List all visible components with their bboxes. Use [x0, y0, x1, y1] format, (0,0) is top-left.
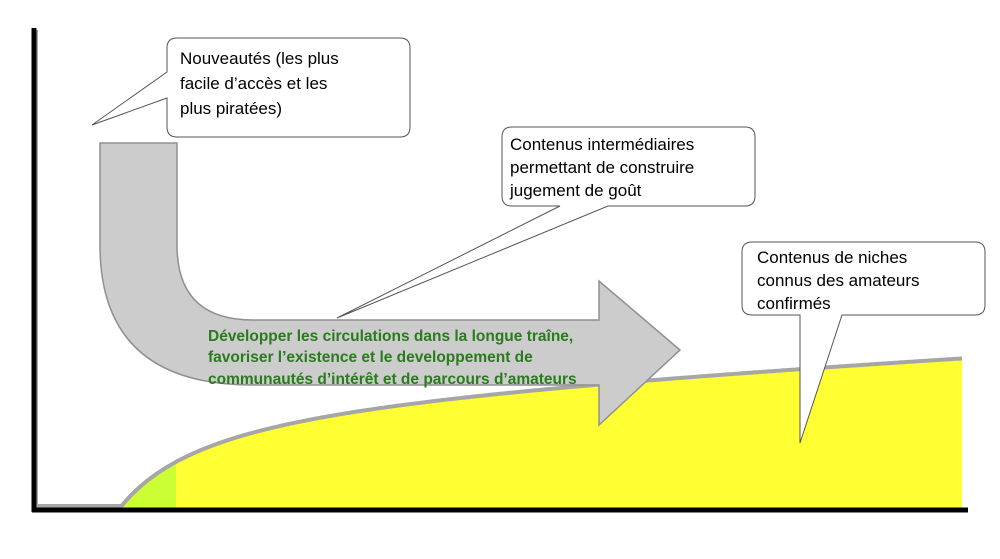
callout-intermediaires-text: Contenus intermédiaires permettant de co… [509, 135, 699, 200]
callout-nouveautes: Nouveautés (les plus facile d’accès et l… [91, 37, 411, 138]
callout-nouveautes-bubble [91, 37, 411, 138]
tail-area [176, 358, 962, 508]
callout-nouveautes-text: Nouveautés (les plus facile d’accès et l… [180, 49, 344, 118]
callout-niches: Contenus de niches connus des amateurs c… [741, 241, 986, 444]
callout-intermediaires: Contenus intermédiaires permettant de co… [336, 126, 756, 319]
callout-intermediaires-bubble [336, 126, 756, 319]
callout-niches-bubble [741, 241, 986, 444]
arrow-label: Développer les circulations dans la long… [208, 328, 578, 388]
curved-arrow [99, 142, 682, 427]
callout-niches-text: Contenus de niches connus des amateurs c… [757, 248, 924, 313]
